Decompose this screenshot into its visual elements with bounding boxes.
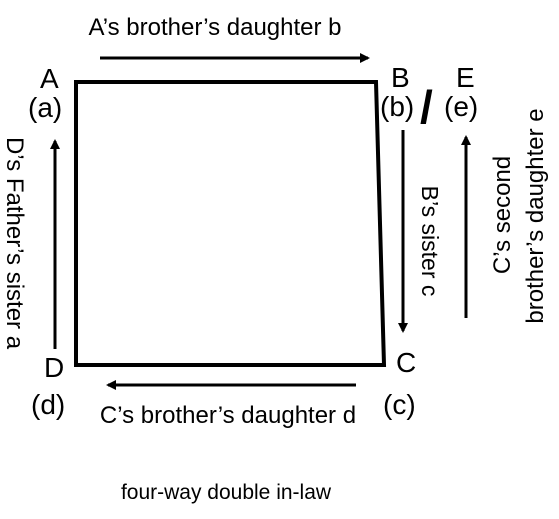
node-d-letter: D — [44, 352, 64, 383]
node-c-letter: C — [396, 347, 416, 378]
node-a-letter: A — [40, 63, 59, 94]
label-c-to-e-line2: brother’s daughter e — [522, 108, 549, 323]
node-d-sub: (d) — [31, 389, 65, 420]
label-b-to-c: B’s sister c — [417, 186, 443, 297]
label-d-to-a: D’s Father’s sister a — [1, 137, 28, 350]
label-a-to-b: A’s brother’s daughter b — [88, 14, 341, 41]
node-a-sub: (a) — [28, 92, 62, 123]
node-e-letter: E — [456, 62, 475, 93]
node-b-sub: (b) — [380, 91, 414, 122]
label-c-to-e-line1: C’s second — [489, 156, 516, 274]
label-c-to-d: C’s brother’s daughter d — [100, 402, 356, 429]
relationship-square — [74, 80, 387, 367]
diagram-caption: four-way double in-law — [121, 481, 332, 504]
node-e-sub: (e) — [444, 91, 478, 122]
node-slash: / — [420, 81, 433, 133]
node-b-letter: B — [391, 62, 410, 93]
node-c-sub: (c) — [383, 389, 416, 420]
